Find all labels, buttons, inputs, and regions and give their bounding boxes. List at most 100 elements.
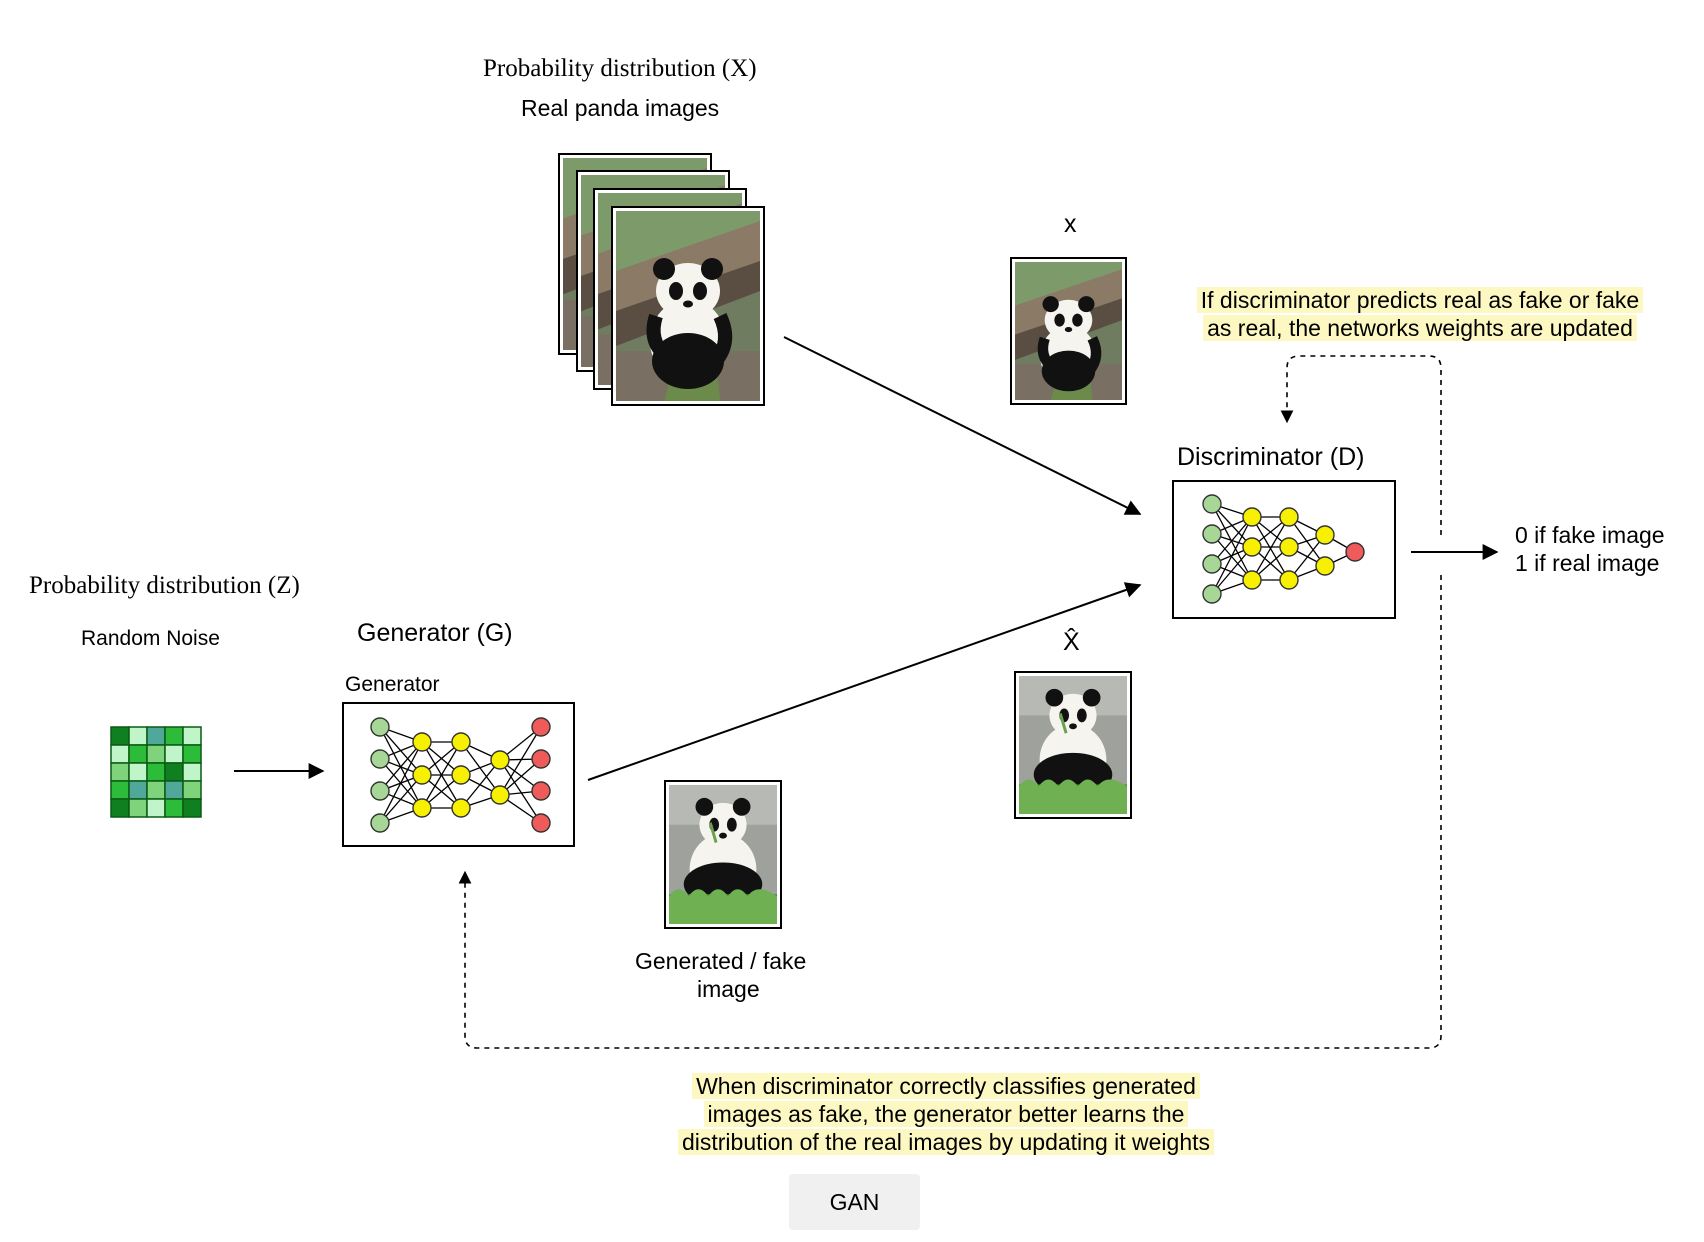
hidden-node bbox=[1242, 537, 1262, 557]
discriminator-network bbox=[1172, 480, 1396, 619]
network-edge bbox=[379, 741, 423, 824]
generator-title: Generator (G) bbox=[357, 619, 513, 647]
network-edge bbox=[1251, 516, 1290, 581]
fake-sample-image bbox=[1014, 671, 1132, 819]
input-node bbox=[1202, 554, 1222, 574]
output-line-1: 0 if fake image bbox=[1515, 522, 1665, 548]
discriminator-feedback-note: If discriminator predicts real as fake o… bbox=[1178, 286, 1662, 342]
noise-cell bbox=[146, 762, 166, 782]
output-node bbox=[1345, 542, 1365, 562]
input-node bbox=[1202, 524, 1222, 544]
network-edge bbox=[1211, 546, 1253, 595]
noise-cell bbox=[146, 798, 166, 818]
noise-distribution-title: Probability distribution (Z) bbox=[29, 572, 300, 599]
hidden-node bbox=[412, 732, 432, 752]
real-sample-image bbox=[1010, 257, 1127, 405]
discriminator-title: Discriminator (D) bbox=[1177, 443, 1365, 471]
hidden-node bbox=[412, 798, 432, 818]
discriminator-feedback-loop bbox=[1280, 355, 1442, 535]
hidden-node bbox=[451, 765, 471, 785]
network-edge bbox=[1211, 533, 1253, 581]
input-node bbox=[370, 717, 390, 737]
generator-network bbox=[342, 702, 575, 847]
hidden-node bbox=[412, 765, 432, 785]
hidden-node bbox=[1242, 570, 1262, 590]
noise-cell bbox=[110, 780, 130, 800]
network-edge bbox=[460, 741, 501, 796]
generator-feedback-loop bbox=[458, 575, 1442, 1049]
real-distribution-subtitle: Real panda images bbox=[521, 95, 720, 121]
hidden-node bbox=[1279, 507, 1299, 527]
output-line-2: 1 if real image bbox=[1515, 550, 1660, 576]
generated-image bbox=[664, 780, 782, 929]
noise-cell bbox=[146, 726, 166, 746]
generated-label-line-2: image bbox=[697, 976, 760, 1002]
discriminator-feedback-line-2: as real, the networks weights are update… bbox=[1203, 315, 1637, 341]
noise-cell bbox=[110, 744, 130, 764]
x-label: x bbox=[1064, 210, 1077, 238]
real-distribution-title: Probability distribution (X) bbox=[483, 55, 757, 82]
generator-to-discriminator-arrow bbox=[587, 582, 1142, 781]
input-node bbox=[370, 781, 390, 801]
noise-cell bbox=[164, 798, 184, 818]
hidden-node bbox=[451, 798, 471, 818]
caption-button[interactable]: GAN bbox=[789, 1174, 920, 1230]
generator-feedback-line-1: When discriminator correctly classifies … bbox=[692, 1073, 1200, 1099]
noise-subtitle: Random Noise bbox=[81, 627, 220, 650]
network-edge bbox=[1211, 516, 1253, 565]
x-hat-label: X̂ bbox=[1063, 628, 1080, 656]
discriminator-feedback-line-1: If discriminator predicts real as fake o… bbox=[1196, 287, 1644, 313]
noise-cell bbox=[182, 780, 202, 800]
hidden-node bbox=[490, 785, 510, 805]
input-node bbox=[1202, 494, 1222, 514]
output-node bbox=[531, 717, 551, 737]
input-node bbox=[370, 813, 390, 833]
noise-cell bbox=[110, 762, 130, 782]
noise-cell bbox=[182, 762, 202, 782]
output-node bbox=[531, 781, 551, 801]
noise-cell bbox=[164, 762, 184, 782]
network-edge bbox=[421, 741, 462, 809]
real-to-discriminator-arrow bbox=[783, 336, 1142, 515]
noise-cell bbox=[146, 744, 166, 764]
hidden-node bbox=[1315, 525, 1335, 545]
hidden-node bbox=[490, 750, 510, 770]
hidden-node bbox=[1242, 507, 1262, 527]
network-edge bbox=[460, 759, 501, 809]
generator-inner-label: Generator bbox=[345, 673, 440, 696]
real-image-stack bbox=[558, 153, 765, 406]
input-node bbox=[1202, 584, 1222, 604]
hidden-node bbox=[451, 732, 471, 752]
generator-feedback-line-3: distribution of the real images by updat… bbox=[677, 1129, 1215, 1155]
network-edge bbox=[1211, 516, 1253, 595]
noise-cell bbox=[128, 762, 148, 782]
noise-grid bbox=[110, 726, 202, 818]
noise-cell bbox=[128, 744, 148, 764]
hidden-node bbox=[1279, 537, 1299, 557]
noise-cell bbox=[164, 726, 184, 746]
generated-label-line-1: Generated / fake bbox=[635, 948, 807, 974]
input-node bbox=[370, 749, 390, 769]
noise-cell bbox=[182, 798, 202, 818]
noise-cell bbox=[182, 744, 202, 764]
noise-cell bbox=[182, 726, 202, 746]
noise-cell bbox=[164, 780, 184, 800]
generator-feedback-note: When discriminator correctly classifies … bbox=[640, 1072, 1252, 1156]
network-edge bbox=[499, 759, 542, 824]
noise-cell bbox=[110, 726, 130, 746]
network-edge bbox=[379, 741, 423, 792]
noise-cell bbox=[128, 798, 148, 818]
hidden-node bbox=[1315, 556, 1335, 576]
output-node bbox=[531, 749, 551, 769]
network-edge bbox=[1211, 503, 1253, 581]
noise-cell bbox=[110, 798, 130, 818]
hidden-node bbox=[1279, 570, 1299, 590]
network-edge bbox=[499, 726, 542, 796]
noise-cell bbox=[128, 780, 148, 800]
generator-feedback-line-2: images as fake, the generator better lea… bbox=[703, 1101, 1189, 1127]
noise-cell bbox=[164, 744, 184, 764]
noise-cell bbox=[146, 780, 166, 800]
real-image-4 bbox=[611, 206, 765, 406]
